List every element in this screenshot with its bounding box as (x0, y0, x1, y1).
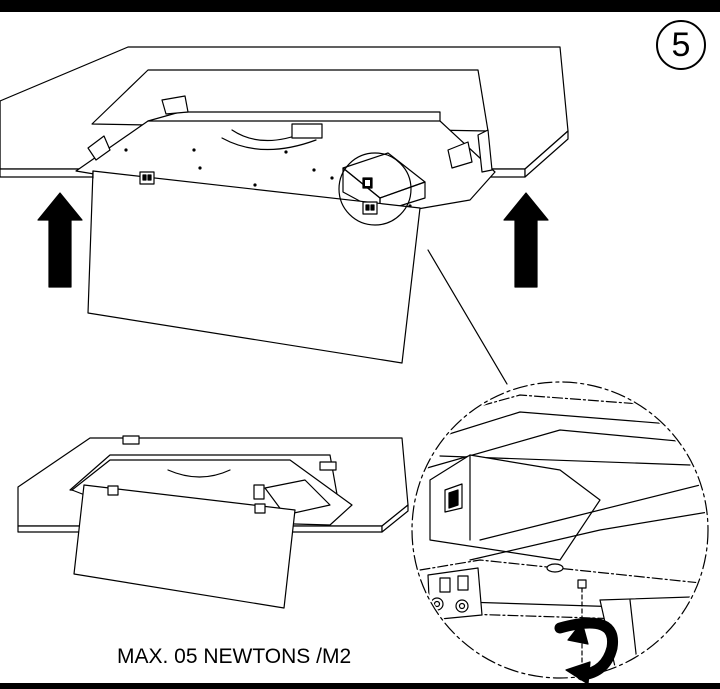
top-border-bar (0, 0, 720, 12)
load-limit-caption: MAX. 05 NEWTONS /M2 (117, 645, 352, 668)
arrow-up-left-icon (37, 192, 83, 288)
detail-magnified-view (411, 381, 709, 685)
step-number-badge: 5 (656, 20, 706, 70)
rotate-arrow-icon (554, 617, 619, 681)
front-panel-upper (87, 170, 421, 364)
step-number: 5 (671, 26, 691, 64)
front-panel-lower (73, 484, 296, 609)
detail-leader-line (427, 249, 508, 385)
arrow-up-right-icon (503, 192, 549, 288)
detail-marker-circle (338, 152, 412, 226)
bottom-border-bar (0, 683, 720, 689)
